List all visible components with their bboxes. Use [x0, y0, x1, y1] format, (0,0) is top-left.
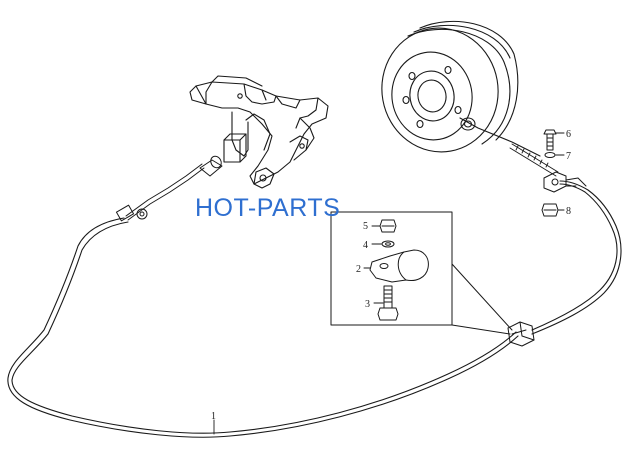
threaded-rod	[509, 143, 559, 177]
detail-clamp-2	[363, 249, 429, 283]
cable-drum-end	[543, 171, 587, 193]
callout-3: 3	[365, 299, 370, 310]
callout-4: 4	[363, 240, 368, 251]
brake-drum	[381, 20, 541, 157]
callout-6: 6	[566, 129, 571, 140]
brake-lever-bracket	[189, 75, 329, 189]
watermark: HOT-PARTS	[195, 194, 341, 222]
detail-nut-5	[371, 219, 397, 233]
callout-8: 8	[566, 206, 571, 217]
callout-5: 5	[363, 221, 368, 232]
washer-7	[544, 152, 565, 158]
callout-2: 2	[356, 264, 361, 275]
cable-clamp	[507, 321, 535, 347]
detail-washer-4	[371, 240, 395, 248]
detail-bolt-3	[373, 285, 399, 321]
detail-box	[330, 211, 513, 335]
cable-lever-end	[115, 155, 223, 222]
bolt-6	[543, 129, 565, 151]
nut-8	[541, 203, 565, 217]
brake-cable	[7, 180, 622, 438]
callout-1: 1	[211, 411, 216, 422]
callout-7: 7	[566, 151, 571, 162]
